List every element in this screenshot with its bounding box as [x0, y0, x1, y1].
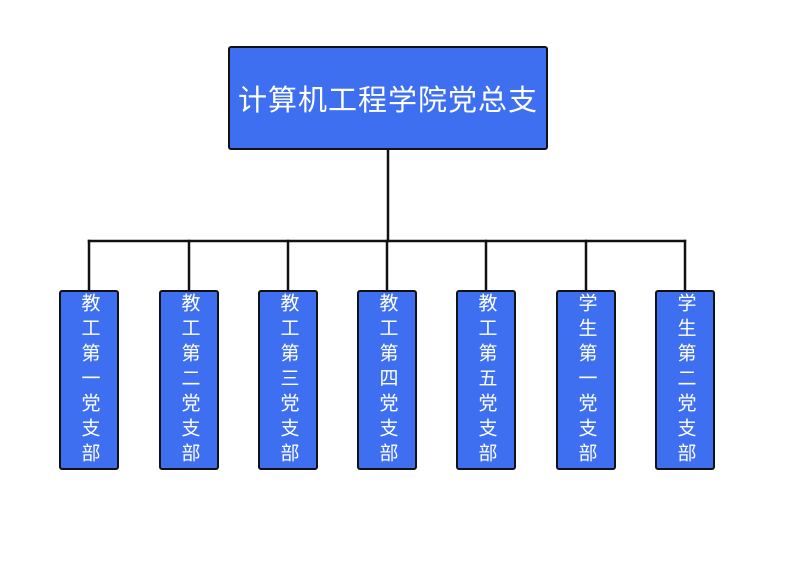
child-node: 教工第二党支部 — [159, 290, 219, 470]
child-node-label: 教工第五党支部 — [475, 292, 498, 468]
child-node-label: 教工第四党支部 — [376, 292, 399, 468]
child-node-label: 学生第一党支部 — [575, 292, 598, 468]
child-node: 教工第三党支部 — [258, 290, 318, 470]
root-node-label: 计算机工程学院党总支 — [237, 83, 538, 117]
child-node: 学生第二党支部 — [655, 290, 715, 470]
child-node: 学生第一党支部 — [556, 290, 616, 470]
child-node: 教工第四党支部 — [357, 290, 417, 470]
child-node-label: 教工第三党支部 — [277, 292, 300, 468]
child-node-label: 教工第一党支部 — [78, 292, 101, 468]
child-node: 教工第一党支部 — [59, 290, 119, 470]
root-node: 计算机工程学院党总支 — [228, 46, 548, 150]
child-node-label: 教工第二党支部 — [178, 292, 201, 468]
child-node-label: 学生第二党支部 — [674, 292, 697, 468]
child-node: 教工第五党支部 — [456, 290, 516, 470]
